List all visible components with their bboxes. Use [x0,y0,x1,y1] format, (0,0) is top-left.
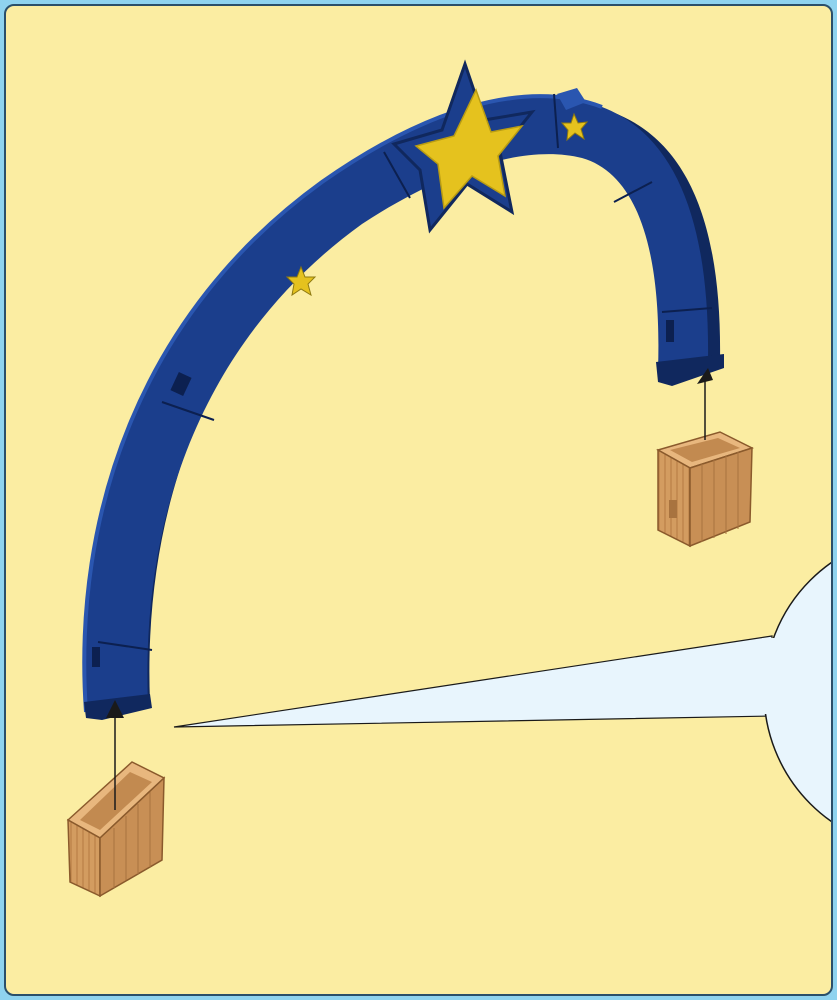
left-wooden-base [66,761,166,898]
small-star-right-icon [560,112,589,142]
arch-segment-joints [97,93,713,651]
arch-top-tab [557,88,586,110]
callout-pointer [173,635,773,728]
right-arrow-icon [697,368,713,440]
arch-right-foot [656,354,724,386]
star-arch [82,88,724,720]
arch-notches [92,320,674,667]
large-star-icon [391,59,536,234]
arch-highlight [82,94,603,713]
arch-face [84,96,709,712]
small-star-left-icon [285,265,317,297]
right-wooden-base [656,431,754,548]
assembly-illustration [66,59,831,898]
detail-callout [173,561,831,823]
instruction-panel [4,4,833,996]
left-arrow-icon [106,700,124,810]
